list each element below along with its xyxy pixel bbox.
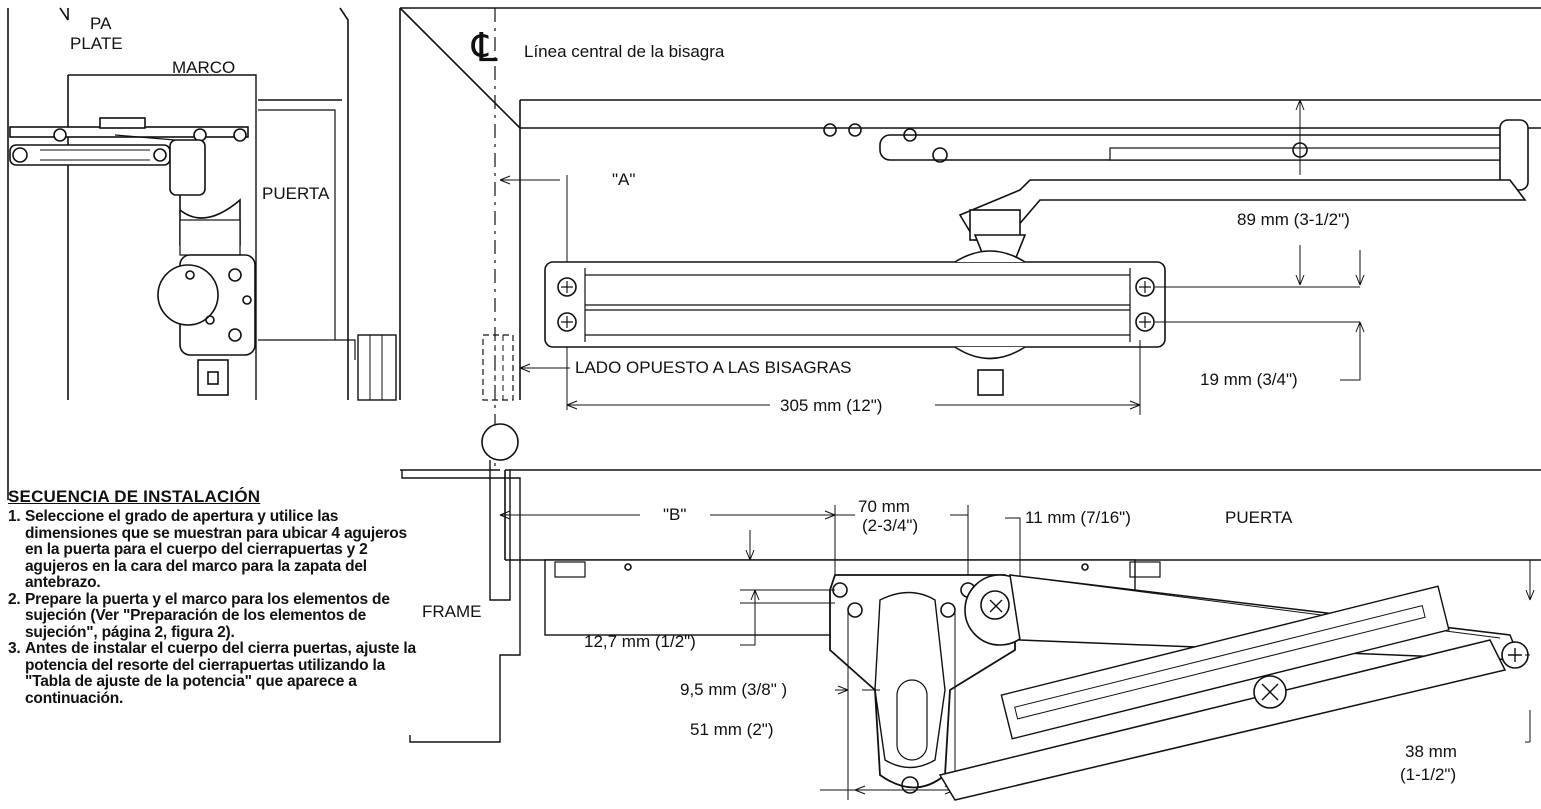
installation-step: 1.Seleccione el grado de apertura y util… (8, 508, 428, 592)
installation-steps: 1.Seleccione el grado de apertura y util… (8, 508, 428, 707)
label-pa-plate-line2: PLATE (70, 34, 123, 53)
side-view (7, 7, 401, 500)
label-centerline: Línea central de la bisagra (524, 42, 725, 61)
step-number: 3. (8, 640, 21, 657)
label-dim-19: 19 mm (3/4") (1200, 370, 1298, 389)
step-text: Seleccione el grado de apertura y utilic… (25, 508, 407, 591)
label-dim-70-line1: 70 mm (858, 497, 910, 516)
installation-title: SECUENCIA DE INSTALACIÓN (8, 487, 261, 506)
label-dim-89: 89 mm (3-1/2") (1237, 210, 1350, 229)
label-dim-38-line1: 38 mm (1405, 742, 1457, 761)
label-dim-b: "B" (663, 505, 687, 524)
installation-sequence: SECUENCIA DE INSTALACIÓN 1.Seleccione el… (8, 487, 428, 707)
label-frame: FRAME (422, 602, 482, 621)
top-view (399, 7, 1541, 470)
label-puerta-bottom: PUERTA (1225, 508, 1293, 527)
label-lado-opuesto: LADO OPUESTO A LAS BISAGRAS (575, 358, 852, 377)
label-dim-a: "A" (612, 170, 636, 189)
step-number: 1. (8, 508, 21, 525)
label-marco: MARCO (172, 58, 236, 77)
label-dim-70-line2: (2-3/4") (862, 516, 919, 535)
label-dim-12-7: 12,7 mm (1/2") (584, 632, 696, 651)
label-dim-305: 305 mm (12") (780, 396, 883, 415)
installation-step: 3.Antes de instalar el cuerpo del cierra… (8, 640, 428, 707)
step-text: Antes de instalar el cuerpo del cierra p… (25, 640, 416, 707)
bottom-view (400, 423, 1541, 801)
label-dim-51: 51 mm (2") (690, 720, 774, 739)
label-dim-11: 11 mm (7/16") (1025, 508, 1131, 527)
centerline-symbol: ℄ (472, 26, 498, 70)
installation-step: 2.Prepare la puerta y el marco para los … (8, 590, 428, 642)
label-dim-9-5: 9,5 mm (3/8" ) (680, 680, 788, 699)
label-dim-38-line2: (1-1/2") (1400, 765, 1457, 784)
step-text: Prepare la puerta y el marco para los el… (25, 590, 390, 641)
step-number: 2. (8, 590, 21, 608)
label-puerta-side: PUERTA (262, 184, 330, 203)
label-pa-plate-line1: PA (90, 14, 112, 33)
